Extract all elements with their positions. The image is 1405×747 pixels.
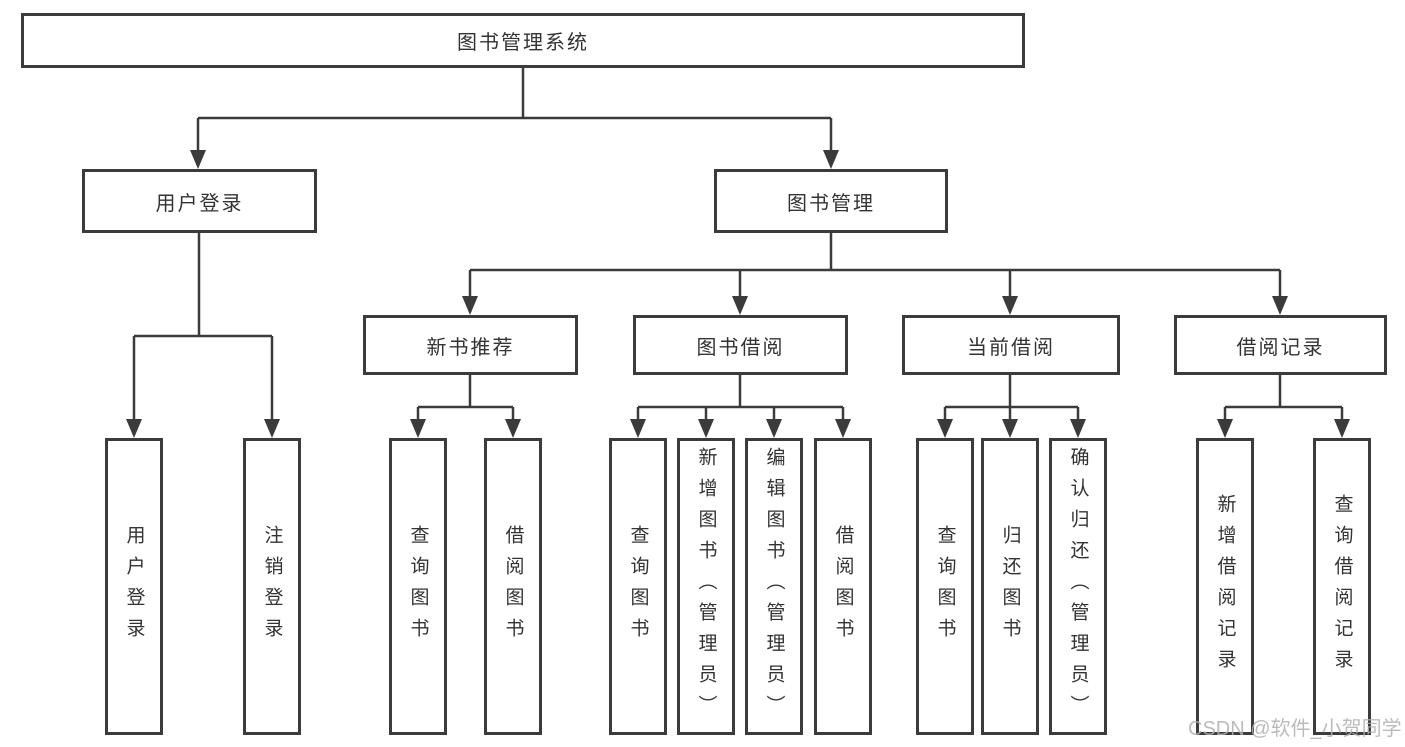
node-current-borrow: 当前借阅	[902, 315, 1120, 375]
leaf-current-confirm-return-admin: 确认归还（管理员）	[1049, 438, 1107, 735]
node-system: 图书管理系统	[21, 13, 1025, 68]
leaf-logout: 注销登录	[243, 438, 301, 735]
node-label: 图书借阅	[696, 336, 785, 359]
node-label: 借阅记录	[1236, 336, 1325, 359]
node-label: 用户登录	[155, 192, 244, 215]
leaf-user-login: 用户登录	[105, 438, 163, 735]
leaf-borrow-query-books: 查询图书	[609, 438, 667, 735]
node-label: 新增图书（管理员）	[695, 447, 717, 726]
leaf-recommend-query-books: 查询图书	[389, 438, 447, 735]
leaf-records-add-record: 新增借阅记录	[1196, 438, 1254, 735]
node-label: 当前借阅	[967, 336, 1055, 359]
node-label: 确认归还（管理员）	[1067, 447, 1089, 726]
node-label: 借阅图书	[502, 524, 524, 649]
node-label: 图书管理	[787, 192, 875, 215]
leaf-recommend-borrow-books: 借阅图书	[484, 438, 542, 735]
node-label: 图书管理系统	[457, 32, 589, 54]
node-label: 新增借阅记录	[1214, 493, 1236, 680]
leaf-records-query-record: 查询借阅记录	[1313, 438, 1371, 735]
node-new-book-recommend: 新书推荐	[363, 315, 578, 375]
leaf-current-return-books: 归还图书	[981, 438, 1039, 735]
node-label: 查询借阅记录	[1331, 493, 1353, 680]
node-label: 新书推荐	[426, 336, 515, 359]
node-user-login-group: 用户登录	[82, 169, 317, 233]
node-label: 注销登录	[261, 524, 283, 649]
node-book-management: 图书管理	[714, 169, 948, 233]
node-label: 编辑图书（管理员）	[763, 447, 785, 726]
node-label: 归还图书	[999, 524, 1021, 649]
node-label: 查询图书	[934, 524, 956, 649]
watermark: CSDN @软件_小贺同学	[1188, 718, 1402, 740]
node-label: 用户登录	[123, 524, 145, 649]
node-book-borrow: 图书借阅	[633, 315, 848, 375]
node-borrow-records: 借阅记录	[1174, 315, 1387, 375]
leaf-borrow-edit-books-admin: 编辑图书（管理员）	[745, 438, 803, 735]
leaf-borrow-borrow-books: 借阅图书	[814, 438, 872, 735]
node-label: 查询图书	[627, 524, 649, 649]
node-label: 查询图书	[407, 524, 429, 649]
node-label: 借阅图书	[832, 524, 854, 649]
leaf-current-query-books: 查询图书	[916, 438, 974, 735]
leaf-borrow-add-books-admin: 新增图书（管理员）	[677, 438, 735, 735]
